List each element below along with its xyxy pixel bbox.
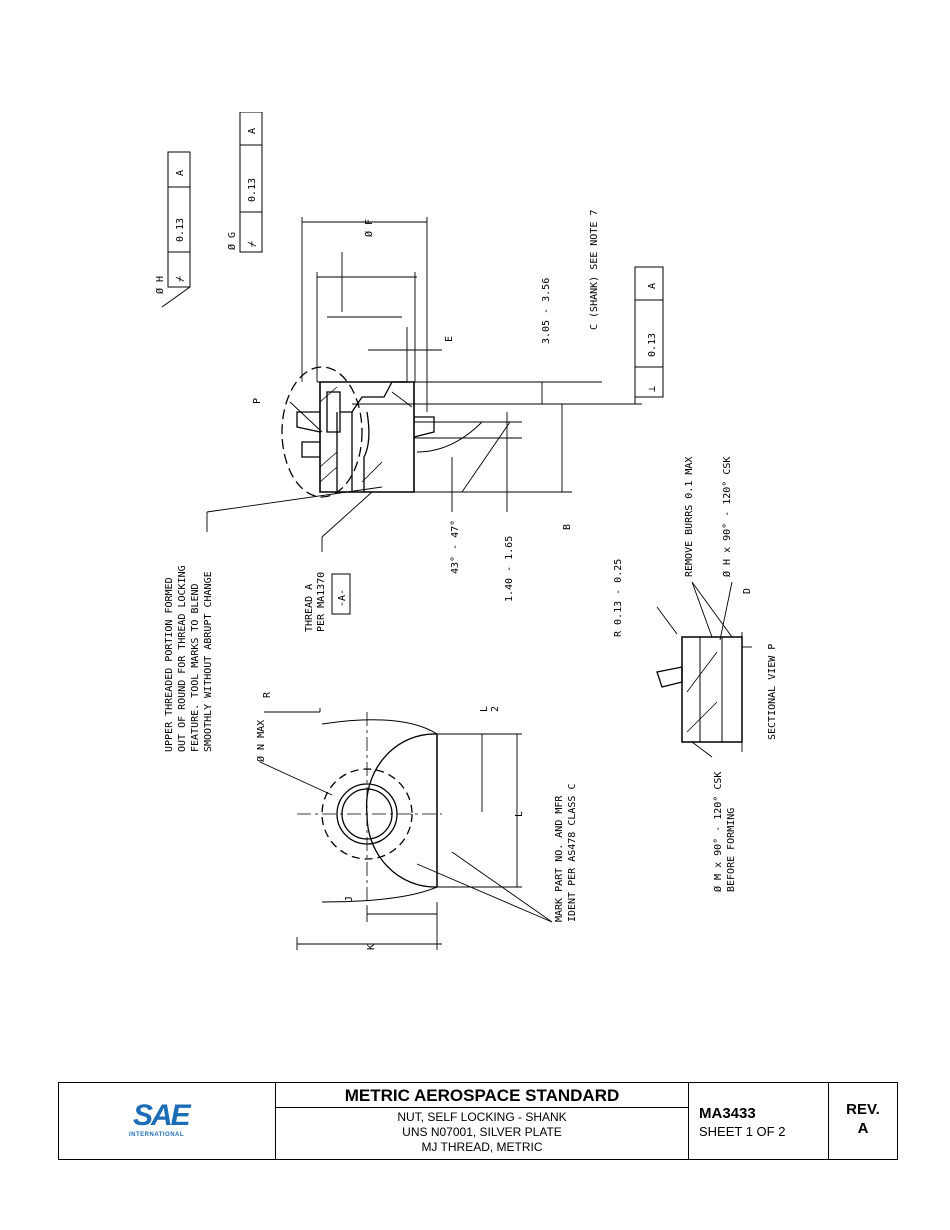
tolerance-frames	[161, 112, 664, 404]
label-b: B	[562, 524, 573, 530]
label-p: P	[252, 398, 263, 404]
sae-logo-subtext: INTERNATIONAL	[129, 1132, 185, 1138]
label-dia-g: Ø G	[226, 232, 238, 250]
label-angle: 43° - 47°	[450, 520, 461, 574]
thread-note-line-1: THREAD A	[304, 584, 315, 632]
label-140-165: 1.40 - 1.65	[504, 536, 515, 602]
revision-cell: REV. A	[829, 1083, 897, 1159]
description-line-2: UNS N07001, SILVER PLATE	[402, 1125, 562, 1139]
title-cell: METRIC AEROSPACE STANDARD NUT, SELF LOCK…	[276, 1083, 689, 1159]
standard-title: METRIC AEROSPACE STANDARD	[276, 1083, 688, 1108]
label-dia-n: Ø N MAX	[255, 720, 267, 762]
tolerance-frame-text: ⌿ 0.13 A ⌿ 0.13 A ⊥ 0.13 A	[175, 128, 658, 392]
upper-threaded-note: UPPER THREADED PORTION FORMED OUT OF ROU…	[164, 565, 214, 752]
engineering-drawing: ⌿ 0.13 A ⌿ 0.13 A ⊥ 0.13 A Ø H Ø G Ø F E…	[152, 112, 777, 950]
label-dia-f: Ø F	[363, 219, 375, 237]
upper-note-line-4: SMOOTHLY WITHOUT ABRUPT CHANGE	[203, 571, 214, 752]
label-e: E	[444, 336, 455, 342]
lug-dimension-lines	[259, 708, 553, 950]
label-k: K	[366, 944, 377, 950]
frame-2-value: 0.13	[247, 178, 258, 202]
mark-note-line-2: IDENT PER AS478 CLASS C	[567, 784, 578, 922]
label-l-half-num: L	[479, 706, 490, 712]
description-line-1: NUT, SELF LOCKING - SHANK	[397, 1110, 567, 1124]
label-d: D	[742, 588, 753, 594]
label-c-shank: C (SHANK) SEE NOTE 7	[589, 210, 600, 330]
document-number-cell: MA3433 SHEET 1 OF 2	[689, 1083, 829, 1159]
label-j: J	[344, 896, 355, 902]
nut-side-view	[206, 366, 435, 552]
upper-note-line-2: OUT OF ROUND FOR THREAD LOCKING	[177, 565, 188, 752]
csk-m-line-2: BEFORE FORMING	[726, 808, 737, 892]
label-305-356: 3.05 - 3.56	[541, 278, 552, 344]
label-csk-h: Ø H x 90° - 120° CSK	[721, 457, 733, 577]
label-r-range: R 0.13 - 0.25	[613, 559, 624, 637]
label-l-half-den: 2	[490, 706, 501, 712]
logo-cell: SAE INTERNATIONAL	[59, 1083, 276, 1159]
revision-value: A	[857, 1120, 869, 1137]
datum-a-label: -A-	[337, 589, 348, 607]
frame-1-datum: A	[175, 170, 186, 176]
label-dia-h: Ø H	[154, 276, 166, 294]
sae-logo-mark: SAE	[133, 1099, 191, 1132]
sectional-view-labels: R 0.13 - 0.25 REMOVE BURRS 0.1 MAX Ø H x…	[613, 457, 777, 892]
mark-note-line-1: MARK PART NO. AND MFR	[554, 795, 565, 922]
sheet-number: SHEET 1 OF 2	[699, 1124, 786, 1139]
frame-1-symbol: ⌿	[175, 276, 186, 282]
drawing-canvas: ⌿ 0.13 A ⌿ 0.13 A ⊥ 0.13 A Ø H Ø G Ø F E…	[154, 112, 777, 950]
sae-international-logo: SAE INTERNATIONAL	[129, 1099, 199, 1145]
frame-3-value: 0.13	[647, 333, 658, 357]
sectional-view-p	[656, 581, 752, 758]
lug-plan-view	[297, 712, 442, 907]
title-block: SAE INTERNATIONAL METRIC AEROSPACE STAND…	[58, 1082, 898, 1160]
label-remove-burrs: REMOVE BURRS 0.1 MAX	[684, 457, 695, 577]
document-number: MA3433	[699, 1105, 756, 1122]
upper-note-line-1: UPPER THREADED PORTION FORMED	[164, 577, 175, 752]
label-l: L	[514, 811, 525, 817]
thread-note: THREAD A PER MA1370 -A-	[304, 572, 351, 632]
frame-3-datum: A	[647, 283, 658, 289]
dimension-labels: Ø H Ø G Ø F E P 3.05 - 3.56 C (SHANK) SE…	[154, 210, 600, 602]
frame-2-symbol: ⌿	[247, 241, 258, 247]
csk-m-line-1: Ø M x 90° - 120° CSK	[712, 772, 724, 892]
frame-2-datum: A	[247, 128, 258, 134]
frame-3-symbol: ⊥	[647, 386, 658, 392]
lug-labels: Ø N MAX R R L 2 L J K MARK PART NO. AND …	[255, 691, 578, 950]
frame-1-value: 0.13	[175, 218, 186, 242]
revision-label: REV.	[846, 1101, 880, 1118]
label-n-max: R	[262, 691, 273, 698]
nut-dimension-lines	[301, 217, 642, 512]
thread-note-line-2: PER MA1370	[316, 572, 327, 632]
upper-note-line-3: FEATURE. TOOL MARKS TO BLEND	[190, 583, 201, 752]
label-sectional-view: SECTIONAL VIEW P	[767, 644, 777, 740]
description-line-3: MJ THREAD, METRIC	[421, 1140, 543, 1154]
